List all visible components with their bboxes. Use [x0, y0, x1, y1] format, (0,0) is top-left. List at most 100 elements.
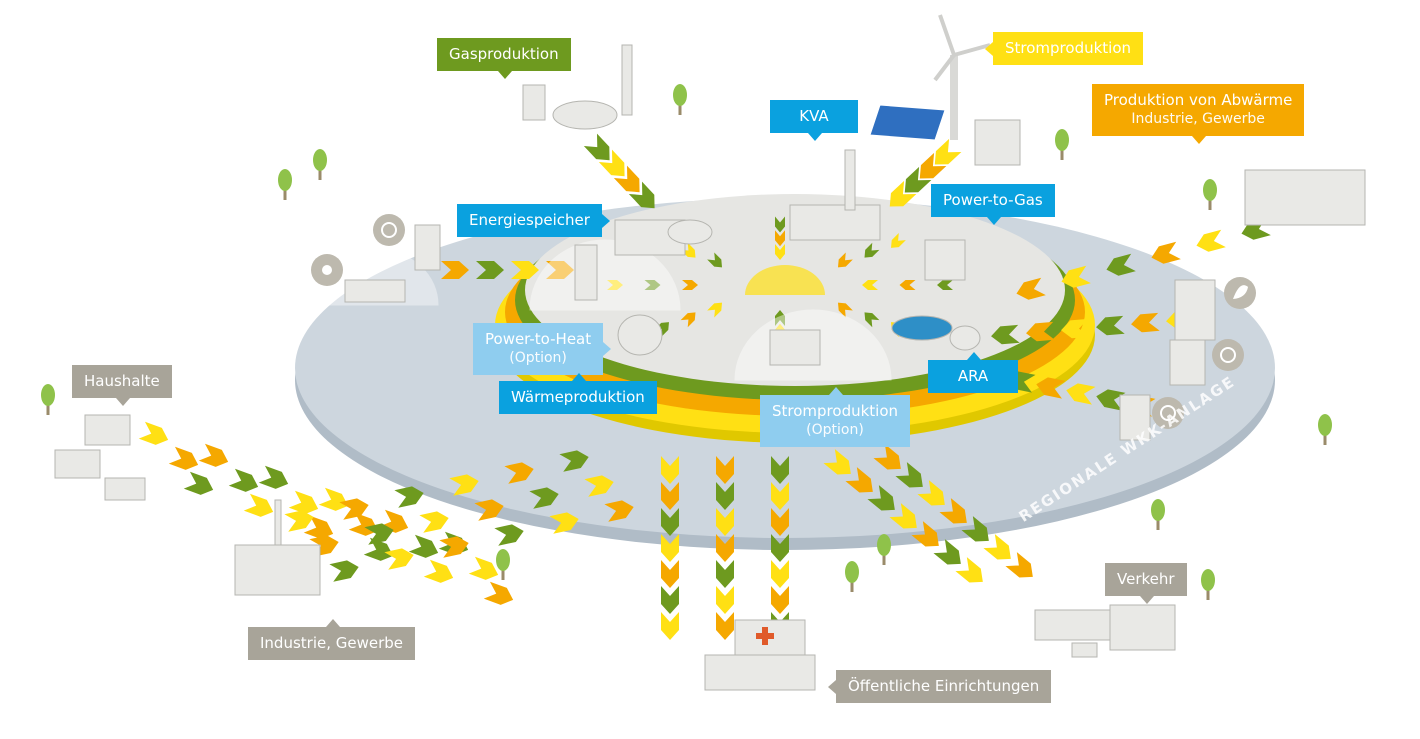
flow-arrow — [604, 500, 634, 522]
flame-icon — [1212, 339, 1244, 371]
flow-arrow — [546, 261, 574, 279]
flow-arrow — [771, 560, 789, 588]
flow-arrow — [716, 612, 734, 640]
tree-icon — [278, 169, 292, 200]
flow-arrow — [644, 280, 661, 290]
flow-arrow — [680, 242, 696, 258]
flow-arrow — [384, 548, 414, 570]
flow-arrow — [394, 486, 424, 508]
flow-arrow — [845, 467, 873, 493]
flow-arrow — [1106, 253, 1136, 276]
flow-arrow — [549, 512, 579, 534]
tree-icon — [1203, 179, 1217, 210]
flow-arrow — [476, 261, 504, 279]
flow-arrow — [284, 510, 314, 532]
tree-icon — [496, 549, 510, 580]
flow-arrow — [823, 449, 851, 475]
flow-arrow — [904, 166, 932, 193]
flow-arrow — [339, 498, 369, 520]
tree-icon — [877, 534, 891, 565]
flow-arrow — [680, 312, 696, 328]
label-stromproduktion-center: Stromproduktion(Option) — [760, 387, 911, 447]
flow-arrow — [1066, 383, 1096, 405]
flame-icon — [373, 214, 405, 246]
label-gasproduktion: Gasproduktion — [437, 38, 571, 79]
flow-arrow — [243, 493, 274, 517]
flow-arrow — [198, 443, 229, 467]
wind-turbine-icon — [933, 14, 991, 140]
flow-arrow — [449, 474, 479, 496]
label-waermeproduktion: Wärmeproduktion — [499, 373, 657, 414]
flow-arrow — [864, 312, 880, 328]
flow-arrow — [228, 468, 259, 492]
flow-arrow — [559, 450, 589, 472]
flow-arrow — [468, 556, 499, 580]
flow-arrow — [983, 534, 1011, 560]
flow-arrow — [1061, 265, 1091, 288]
flow-arrow — [707, 302, 723, 318]
tree-icon — [1318, 414, 1332, 445]
flow-arrow — [837, 252, 853, 268]
flow-arrow — [408, 534, 439, 558]
flow-arrow — [303, 515, 334, 539]
flow-arrow — [363, 537, 394, 561]
flow-arrow — [1131, 312, 1160, 333]
flow-arrow — [288, 490, 319, 514]
flow-arrow — [439, 536, 469, 558]
flow-arrow — [961, 516, 989, 542]
badge-icons — [311, 214, 1256, 429]
flow-arrow — [864, 242, 880, 258]
flow-arrow — [933, 539, 961, 565]
flow-arrow — [168, 446, 199, 470]
label-haushalte: Haushalte — [72, 365, 172, 406]
flow-arrow — [775, 310, 785, 326]
flow-arrow — [529, 487, 559, 509]
leaf-icon — [1224, 277, 1256, 309]
label-energiespeicher: Energiespeicher — [457, 204, 610, 237]
flow-arrow — [661, 560, 679, 588]
tree-icon — [845, 561, 859, 592]
buildings — [54, 44, 1366, 691]
flow-arrow — [955, 557, 983, 583]
tree-icon — [673, 84, 687, 115]
flow-arrow — [583, 133, 610, 161]
flow-arrow — [939, 498, 967, 524]
flow-arrow — [862, 280, 878, 290]
flow-arrow — [494, 524, 524, 546]
flow-arrow — [889, 503, 917, 529]
label-ara: ARA — [928, 352, 1018, 393]
tree-icon — [1055, 129, 1069, 160]
flow-arrow — [934, 138, 962, 165]
flow-arrow — [628, 181, 655, 209]
flow-arrow — [1096, 389, 1126, 411]
flow-arrow — [661, 508, 679, 536]
flow-arrow — [771, 534, 789, 562]
flow-arrow — [771, 456, 789, 484]
flow-arrow — [1036, 377, 1066, 399]
flow-arrow — [716, 508, 734, 536]
tree-icon — [1201, 569, 1215, 600]
flow-arrow — [309, 535, 339, 557]
flame-icon — [1152, 397, 1184, 429]
flow-arrow — [911, 521, 939, 547]
flow-arrow — [1151, 241, 1181, 264]
flow-arrow — [775, 230, 785, 247]
label-power-to-heat: Power-to-Heat(Option) — [473, 323, 612, 375]
flow-arrow — [661, 482, 679, 510]
flow-arrow — [483, 581, 514, 605]
flow-arrow — [419, 511, 449, 533]
flow-arrow — [1196, 229, 1226, 252]
flow-arrow — [873, 444, 901, 470]
flow-arrow — [895, 462, 923, 488]
flow-arrow — [511, 261, 539, 279]
flow-arrow — [716, 586, 734, 614]
flow-arrow — [716, 482, 734, 510]
flow-arrow — [474, 499, 504, 521]
hospital-cross-icon — [756, 627, 774, 645]
solar-panel-icon — [869, 104, 946, 141]
flow-arrow — [919, 152, 947, 179]
label-verkehr: Verkehr — [1105, 563, 1187, 604]
tree-icon — [313, 149, 327, 180]
